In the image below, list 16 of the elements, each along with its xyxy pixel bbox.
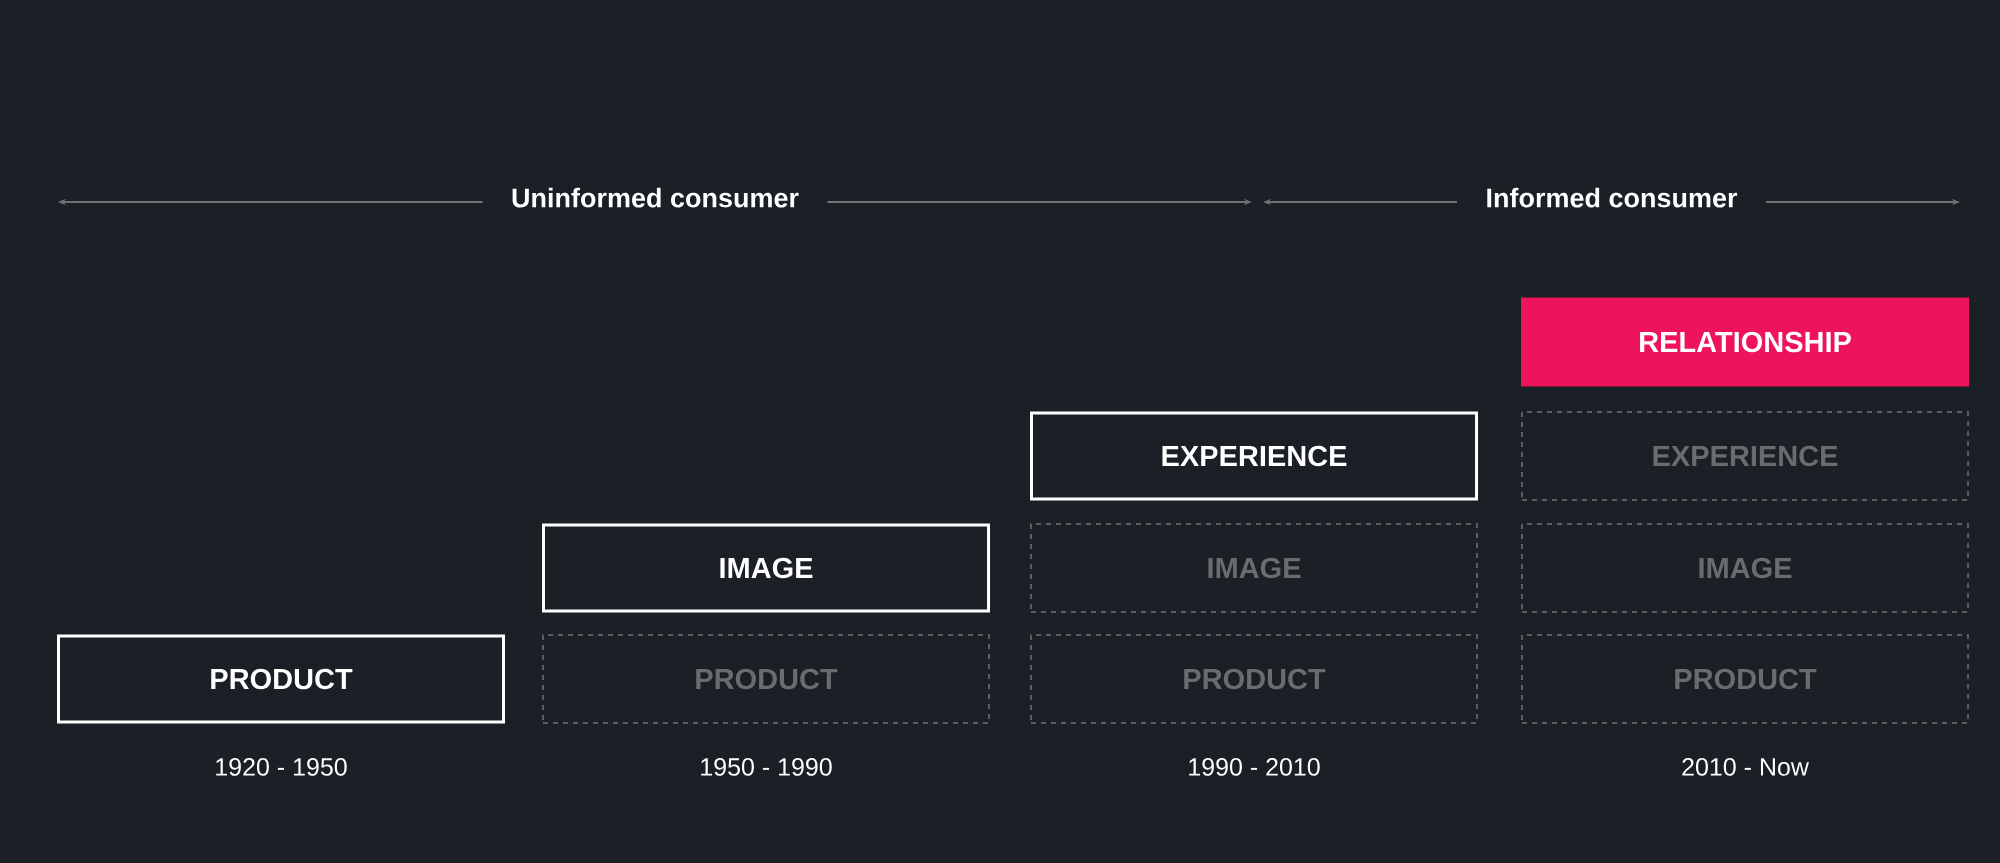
dashed-box: EXPERIENCE xyxy=(1521,411,1970,501)
outlined-box: EXPERIENCE xyxy=(1030,411,1479,501)
highlight-box: RELATIONSHIP xyxy=(1521,297,1970,387)
dashed-box: IMAGE xyxy=(1521,523,1970,613)
dashed-box: PRODUCT xyxy=(1030,634,1479,724)
date-range: 1990 - 2010 xyxy=(1189,758,1320,776)
outlined-box: IMAGE xyxy=(542,523,990,613)
dashed-box: PRODUCT xyxy=(1521,634,1970,724)
dashed-box: PRODUCT xyxy=(542,634,990,724)
span-label: Uninformed consumer xyxy=(512,187,799,208)
dashed-box: IMAGE xyxy=(1030,523,1479,613)
outlined-box: PRODUCT xyxy=(57,634,505,724)
span-label: Informed consumer xyxy=(1487,187,1738,208)
date-range: 2010 - Now xyxy=(1682,758,1809,776)
date-range: 1920 - 1950 xyxy=(216,758,347,776)
date-range: 1950 - 1990 xyxy=(701,758,832,776)
